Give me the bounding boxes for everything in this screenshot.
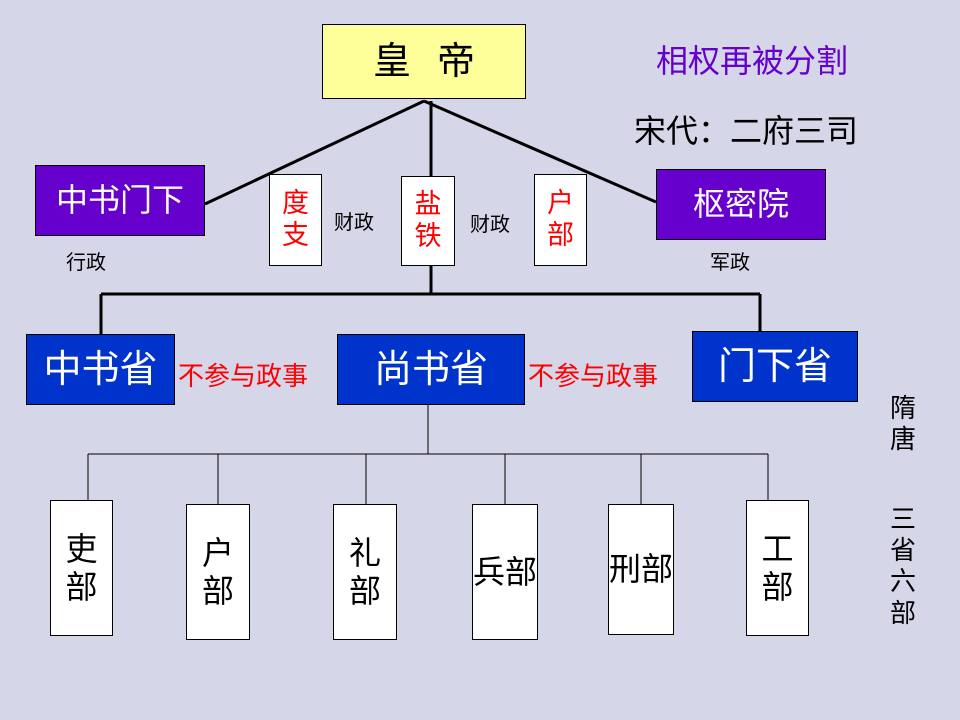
header-title: 相权再被分割 [656,42,849,80]
zhongshu-menxia-box: 中书门下 [35,165,205,236]
ministry-gongbu-works: 工部 [746,500,809,636]
junzheng-label: 军政 [710,250,750,274]
ministry-libu-rites: 礼部 [333,504,397,640]
line-emperor-zhongshu-menxia [204,99,425,206]
header-subtitle: 宋代：二府三司 [634,112,859,150]
emperor-box: 皇帝 [322,24,526,99]
ministry-libu-personnel: 吏部 [50,500,113,636]
side-label-sui-tang: 隋唐 [889,394,916,456]
caizheng-label-2: 财政 [470,212,510,236]
shumiyuan-box: 枢密院 [656,169,826,240]
caizheng-label-1: 财政 [334,210,374,234]
no-participate-label-1: 不参与政事 [178,362,309,392]
menxiasheng-box: 门下省 [692,331,858,402]
xingzheng-label: 行政 [66,250,106,274]
shangshusheng-box: 尚书省 [337,334,525,405]
hubu-sansi-box: 户部 [534,174,587,266]
yantie-box: 盐铁 [401,176,455,266]
ministry-bingbu-war: 兵部 [472,504,538,640]
ministry-xingbu-justice: 刑部 [608,504,674,635]
no-participate-label-2: 不参与政事 [528,362,659,392]
ministry-hubu-revenue: 户部 [186,504,250,640]
zhongshusheng-box: 中书省 [26,334,175,405]
side-label-three-departments-six-ministries: 三省六部 [889,505,916,629]
duzhi-box: 度支 [269,174,322,266]
line-emperor-shumiyuan [423,99,657,204]
